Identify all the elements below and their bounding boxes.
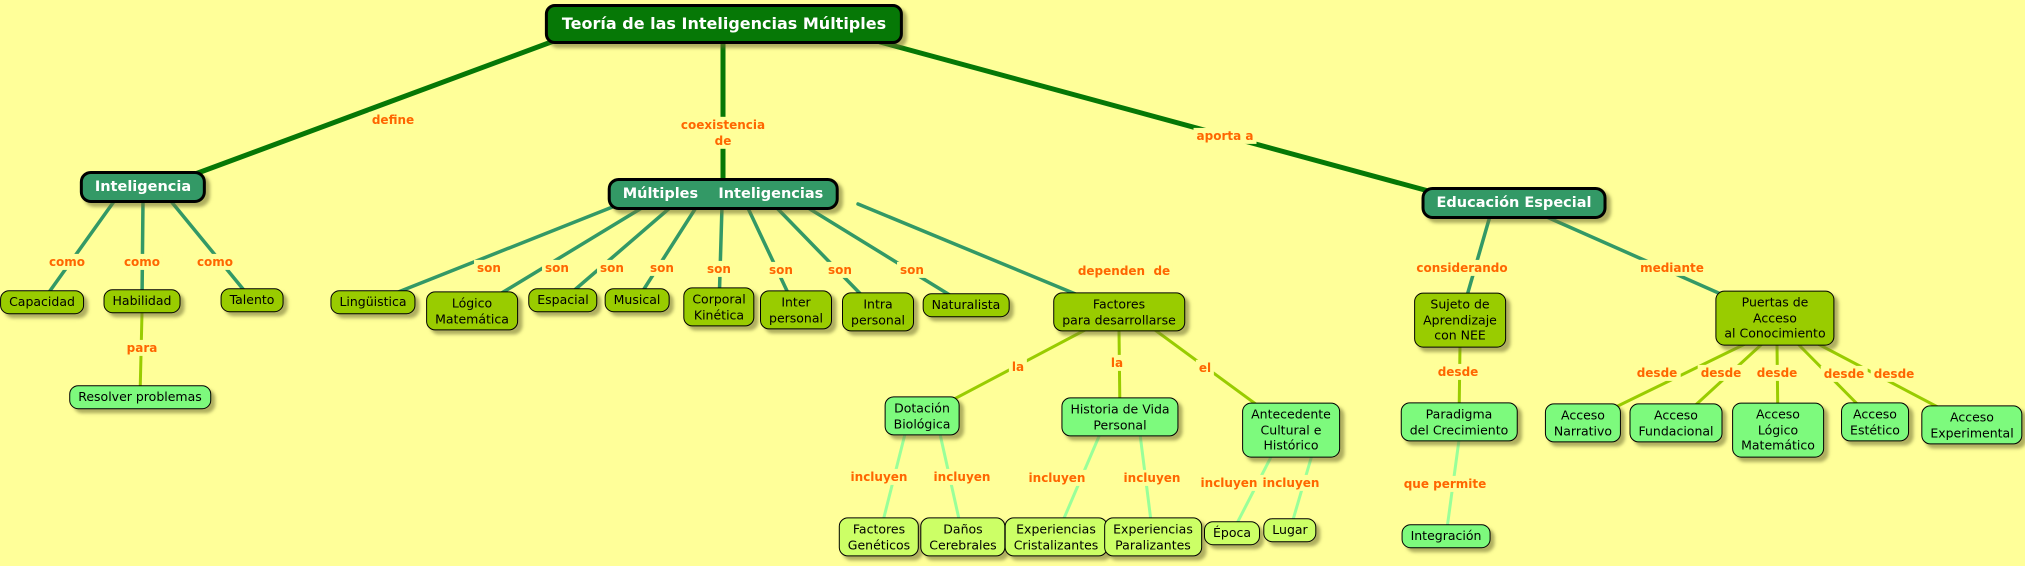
link-label-la-2[interactable]: la: [1107, 354, 1127, 372]
concept-espacial[interactable]: Espacial: [528, 288, 598, 312]
concept-factores-para-desarrollarse[interactable]: Factores para desarrollarse: [1053, 292, 1185, 332]
link-line: [371, 204, 617, 304]
concept-danos-cerebrales[interactable]: Daños Cerebrales: [920, 517, 1006, 557]
concept-acceso-estetico[interactable]: Acceso Estético: [1841, 402, 1909, 442]
concept-acceso-experimental[interactable]: Acceso Experimental: [1921, 405, 2023, 445]
concept-puertas-de-acceso[interactable]: Puertas de Acceso al Conocimiento: [1715, 290, 1835, 346]
concept-acceso-logico-matematico[interactable]: Acceso Lógico Matemático: [1732, 402, 1824, 458]
link-label-desde-2[interactable]: desde: [1633, 364, 1681, 382]
concept-epoca[interactable]: Época: [1203, 521, 1261, 545]
link-line: [168, 198, 254, 302]
link-label-incluyen-3[interactable]: incluyen: [1025, 469, 1089, 487]
concept-antecedente-cultural-historico[interactable]: Antecedente Cultural e Histórico: [1242, 402, 1340, 458]
link-line: [40, 198, 117, 304]
link-line: [561, 204, 674, 302]
link-label-mediante[interactable]: mediante: [1637, 259, 1707, 277]
link-label-define[interactable]: define: [368, 111, 418, 129]
concept-acceso-fundacional[interactable]: Acceso Fundacional: [1629, 403, 1723, 443]
link-label-para[interactable]: para: [123, 339, 161, 357]
link-label-dependen-de[interactable]: dependen de: [1074, 262, 1174, 280]
link-label-incluyen-6[interactable]: incluyen: [1259, 474, 1323, 492]
concept-paradigma-del-crecimiento[interactable]: Paradigma del Crecimiento: [1400, 402, 1518, 442]
concept-sujeto-de-aprendizaje-con-nee[interactable]: Sujeto de Aprendizaje con NEE: [1414, 292, 1506, 348]
concept-multiples-inteligencias[interactable]: Múltiples Inteligencias: [607, 177, 839, 211]
link-label-son-4[interactable]: son: [647, 259, 677, 277]
link-label-como-1[interactable]: como: [45, 253, 89, 271]
concept-talento[interactable]: Talento: [220, 288, 284, 312]
concept-historia-de-vida-personal[interactable]: Historia de Vida Personal: [1061, 397, 1179, 437]
concept-resolver-problemas[interactable]: Resolver problemas: [69, 385, 211, 409]
link-label-incluyen-5[interactable]: incluyen: [1197, 474, 1261, 492]
link-label-desde-1[interactable]: desde: [1434, 363, 1482, 381]
concept-interpersonal[interactable]: Inter personal: [760, 290, 832, 330]
concept-teoria-inteligencias-multiples[interactable]: Teoría de las Inteligencias Múltiples: [544, 4, 904, 44]
link-label-son-6[interactable]: son: [766, 261, 796, 279]
link-line: [1288, 453, 1314, 532]
concept-experiencias-paralizantes[interactable]: Experiencias Paralizantes: [1104, 517, 1202, 557]
concept-experiencias-cristalizantes[interactable]: Experiencias Cristalizantes: [1004, 517, 1108, 557]
concept-integracion[interactable]: Integración: [1401, 524, 1491, 548]
link-label-desde-3[interactable]: desde: [1697, 364, 1745, 382]
link-line: [1230, 453, 1274, 535]
link-line: [157, 35, 565, 190]
link-label-como-2[interactable]: como: [120, 253, 164, 271]
link-line: [803, 204, 968, 307]
link-label-son-3[interactable]: son: [597, 259, 627, 277]
link-label-son-5[interactable]: son: [704, 260, 734, 278]
link-label-considerando[interactable]: considerando: [1413, 259, 1511, 277]
concept-dotacion-biologica[interactable]: Dotación Biológica: [884, 396, 960, 436]
link-label-desde-6[interactable]: desde: [1870, 365, 1918, 383]
link-label-aporta-a[interactable]: aporta a: [1193, 127, 1257, 145]
concept-logico-matematica[interactable]: Lógico Matemática: [426, 291, 518, 331]
link-line: [140, 198, 145, 303]
link-label-como-3[interactable]: como: [193, 253, 237, 271]
link-label-la-1[interactable]: la: [1008, 358, 1028, 376]
concept-acceso-narrativo[interactable]: Acceso Narrativo: [1544, 403, 1622, 443]
link-label-son-2[interactable]: son: [542, 259, 572, 277]
concept-linguistica[interactable]: Lingüistica: [330, 290, 416, 314]
concept-educacion-especial[interactable]: Educación Especial: [1421, 186, 1607, 220]
concept-naturalista[interactable]: Naturalista: [922, 293, 1010, 317]
concept-inteligencia[interactable]: Inteligencia: [79, 170, 207, 204]
link-line: [635, 204, 699, 302]
link-label-incluyen-1[interactable]: incluyen: [847, 468, 911, 486]
link-label-incluyen-4[interactable]: incluyen: [1120, 469, 1184, 487]
link-label-son-1[interactable]: son: [474, 259, 504, 277]
link-label-que-permite[interactable]: que permite: [1400, 475, 1490, 493]
concept-habilidad[interactable]: Habilidad: [103, 289, 181, 313]
concept-musical[interactable]: Musical: [604, 288, 670, 312]
concept-capacidad[interactable]: Capacidad: [0, 290, 84, 314]
link-label-desde-4[interactable]: desde: [1753, 364, 1801, 382]
link-line: [877, 39, 1483, 208]
link-label-incluyen-2[interactable]: incluyen: [930, 468, 994, 486]
link-label-desde-5[interactable]: desde: [1820, 365, 1868, 383]
link-label-son-8[interactable]: son: [897, 261, 927, 279]
concept-intrapersonal[interactable]: Intra personal: [842, 292, 914, 332]
link-label-coexistencia-de[interactable]: coexistencia de: [677, 116, 769, 150]
link-label-el-1[interactable]: el: [1195, 359, 1215, 377]
concept-factores-geneticos[interactable]: Factores Genéticos: [838, 517, 920, 557]
concept-lugar[interactable]: Lugar: [1263, 518, 1317, 542]
link-label-son-7[interactable]: son: [825, 261, 855, 279]
concept-corporal-kinetica[interactable]: Corporal Kinética: [683, 287, 755, 327]
